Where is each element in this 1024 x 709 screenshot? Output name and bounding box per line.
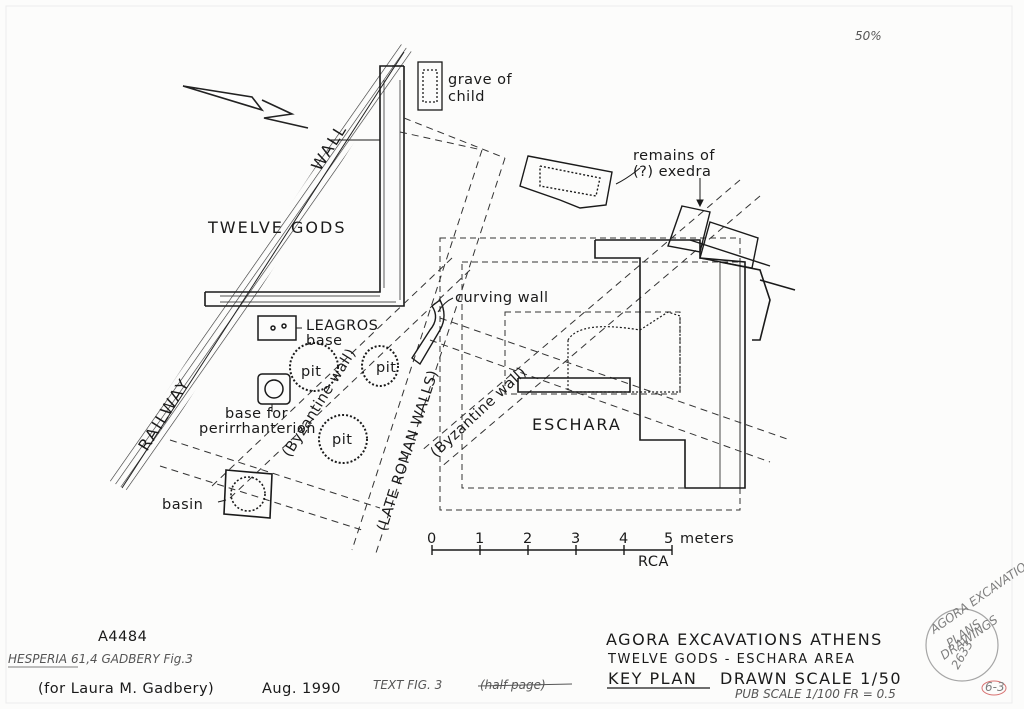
perirrhanterion-base	[257, 373, 291, 405]
drawing-date: Aug. 1990	[262, 681, 341, 697]
scale-tick-4: 4	[619, 531, 629, 547]
label-leagros-base: base	[306, 333, 343, 349]
label-perirrhanterion-line1: base for	[225, 406, 288, 422]
scale-tick-3: 3	[571, 531, 581, 547]
label-railway: RAILWAY	[134, 375, 194, 455]
label-perirrhanterion-line2: perirrhanterion	[199, 421, 316, 437]
title-area: TWELVE GODS - ESCHARA AREA	[607, 652, 855, 667]
title-drawn-scale: DRAWN SCALE 1/50	[720, 669, 902, 688]
north-arrow-icon	[182, 85, 309, 129]
basin	[223, 469, 273, 519]
grave-of-child	[417, 61, 443, 111]
catalog-number: A4484	[98, 629, 147, 645]
curving-wall	[411, 298, 445, 366]
publication-reference: HESPERIA 61,4 GADBERY Fig.3	[8, 652, 193, 666]
label-curving-wall: curving wall	[455, 290, 549, 306]
label-eschara: ESCHARA	[532, 415, 622, 434]
pit-outlines	[289, 342, 399, 464]
label-exedra-line2: (?) exedra	[633, 164, 711, 180]
label-twelve-gods: TWELVE GODS	[207, 218, 346, 237]
leader-lines	[217, 167, 704, 503]
label-basin: basin	[162, 497, 203, 513]
scale-tick-5: 5	[664, 531, 674, 547]
leagros-base	[257, 315, 297, 341]
agora-stamp: AGORA EXCAVATIONS PLANS DRAWINGS 2633 6-…	[925, 550, 1024, 696]
railway-edge	[121, 51, 405, 489]
eschara-walls	[517, 239, 796, 489]
late-roman-walls	[351, 117, 506, 557]
label-pit-2: pit	[376, 360, 396, 376]
eschara-enclosure	[439, 237, 741, 511]
label-grave-line1: grave of	[448, 72, 513, 88]
label-pit-1: pit	[301, 364, 321, 380]
stamp-tag: 6-3	[985, 680, 1005, 694]
text-fig-label: TEXT FIG. 3	[373, 678, 442, 692]
railway-band	[108, 42, 412, 492]
label-pit-3: pit	[332, 432, 352, 448]
label-grave-line2: child	[448, 89, 485, 105]
pub-scale-note: PUB SCALE 1/100 FR = 0.5	[735, 687, 896, 701]
label-leagros: LEAGROS	[306, 318, 378, 334]
credit-line: (for Laura M. Gadbery)	[38, 681, 214, 697]
label-exedra-line1: remains of	[633, 148, 715, 164]
title-agora: AGORA EXCAVATIONS ATHENS	[606, 630, 883, 649]
scale-bar: 0 1 2 3 4 5 meters RCA	[427, 531, 734, 570]
twelve-gods-wall	[204, 65, 405, 307]
draftsman-initials: RCA	[638, 554, 669, 570]
strike-through-line	[477, 683, 573, 687]
scale-note: 50%	[855, 29, 882, 43]
scale-tick-0: 0	[427, 531, 437, 547]
byzantine-wall	[159, 179, 791, 531]
scale-tick-1: 1	[475, 531, 485, 547]
label-byzantine-wall-2: (Byzantine wall)	[428, 364, 530, 461]
sheet-border	[5, 5, 1013, 704]
title-key-plan: KEY PLAN	[608, 669, 697, 688]
scale-tick-2: 2	[523, 531, 533, 547]
scale-unit: meters	[680, 531, 734, 547]
exedra-remains	[519, 155, 771, 269]
